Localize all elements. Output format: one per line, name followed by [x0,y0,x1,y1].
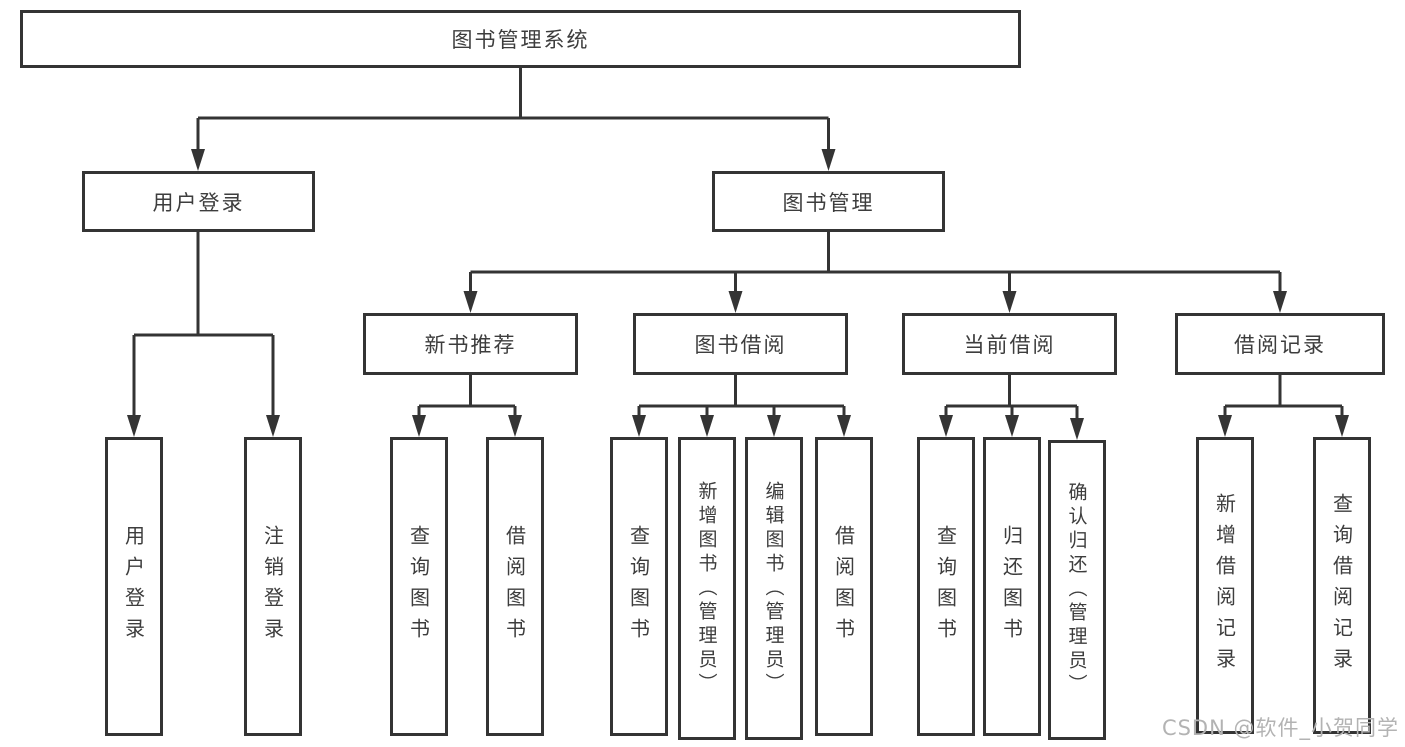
node-label: 新增借阅记录 [1212,492,1237,679]
connector-root [196,68,830,152]
node-current-query-books: 查询图书 [917,437,975,736]
arrow-icon [463,291,478,313]
connector-current-borrow [944,375,1079,419]
node-book-borrow: 图书借阅 [633,313,848,375]
connector-user-login [132,232,275,419]
node-add-books-admin: 新增图书（管理员） [678,437,736,740]
arrow-icon [1002,291,1017,313]
arrow-icon [1218,415,1232,437]
connector-new-book-recommend [417,375,517,419]
arrow-icon [266,415,280,437]
node-label: 编辑图书（管理员） [762,480,785,697]
arrow-icon [821,149,836,171]
node-borrow-records: 借阅记录 [1175,313,1385,375]
node-label: 注销登录 [260,524,285,649]
arrow-icon [939,415,953,437]
node-label: 查询借阅记录 [1329,492,1354,679]
node-label: 借阅记录 [1234,333,1326,357]
arrow-icon [700,415,714,437]
node-library-management-system: 图书管理系统 [20,10,1021,68]
node-label: 图书管理系统 [451,28,590,52]
connector-book-borrow [637,375,846,419]
node-label: 查询图书 [406,524,431,649]
node-recommend-borrow-books: 借阅图书 [486,437,544,736]
node-add-borrow-record: 新增借阅记录 [1196,437,1254,734]
node-label: 用户登录 [152,190,245,215]
node-label: 用户登录 [121,524,146,649]
node-label: 查询图书 [933,524,958,649]
arrow-icon [191,149,205,171]
node-book-management: 图书管理 [712,171,945,232]
node-confirm-return-admin: 确认归还（管理员） [1048,440,1106,740]
connector-borrow-records [1223,375,1344,419]
node-borrow-query-books: 查询图书 [610,437,668,736]
arrow-icon [1273,291,1287,313]
arrow-icon [1070,418,1084,440]
arrow-icon [127,415,141,437]
node-label: 图书借阅 [694,333,787,357]
node-logout-leaf: 注销登录 [244,437,302,736]
arrow-icon [1335,415,1349,437]
node-user-login: 用户登录 [82,171,315,232]
arrow-icon [508,415,522,437]
node-label: 借阅图书 [502,524,527,649]
node-label: 新增图书（管理员） [695,480,718,697]
arrow-icon [837,415,851,437]
node-new-book-recommend: 新书推荐 [363,313,578,375]
node-recommend-query-books: 查询图书 [390,437,448,736]
arrow-icon [1005,415,1019,437]
node-label: 当前借阅 [963,333,1056,357]
node-label: 查询图书 [626,524,651,649]
connector-book-management [469,232,1282,294]
node-query-borrow-record: 查询借阅记录 [1313,437,1371,734]
watermark-text: CSDN @软件_小贺同学 [1161,716,1399,740]
node-label: 图书管理 [782,190,875,215]
arrow-icon [412,415,426,437]
node-label: 确认归还（管理员） [1065,482,1088,698]
arrowheads [127,149,1349,440]
node-label: 归还图书 [999,524,1024,649]
arrow-icon [767,415,781,437]
node-edit-books-admin: 编辑图书（管理员） [745,437,803,740]
node-current-borrow: 当前借阅 [902,313,1117,375]
node-label: 新书推荐 [424,333,517,357]
node-user-login-leaf: 用户登录 [105,437,163,736]
arrow-icon [632,415,646,437]
node-label: 借阅图书 [831,524,856,649]
arrow-icon [728,291,743,313]
node-return-books: 归还图书 [983,437,1041,736]
node-borrow-books: 借阅图书 [815,437,873,736]
